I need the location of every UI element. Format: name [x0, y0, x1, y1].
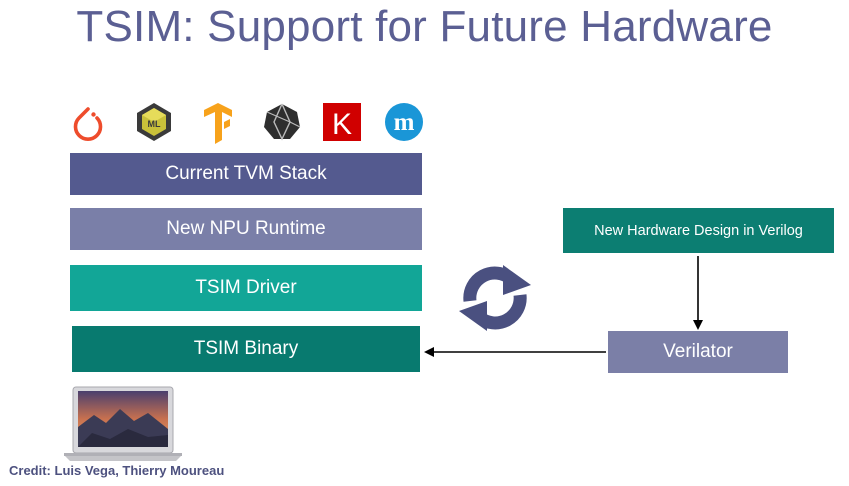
tsim-driver-label: TSIM Driver: [195, 277, 297, 298]
tensorflow-icon: [196, 100, 240, 144]
tsim-binary-box: TSIM Binary: [72, 326, 420, 372]
tsim-driver-box: TSIM Driver: [70, 265, 422, 311]
onnx-icon: [260, 100, 304, 144]
current-tvm-stack-label: Current TVM Stack: [165, 163, 327, 184]
mxnet-icon: m: [382, 100, 426, 144]
pytorch-icon: [66, 100, 110, 144]
tsim-binary-label: TSIM Binary: [193, 338, 299, 359]
hardware-design-label: New Hardware Design in Verilog: [594, 222, 803, 239]
npu-runtime-box: New NPU Runtime: [70, 208, 422, 250]
refresh-cycle-icon: [447, 257, 543, 339]
credit-text: Credit: Luis Vega, Thierry Moureau: [9, 463, 225, 478]
laptop-image: [64, 385, 182, 465]
verilator-label: Verilator: [663, 341, 733, 362]
current-tvm-stack-box: Current TVM Stack: [70, 153, 422, 195]
coreml-icon-text: ML: [148, 119, 161, 129]
mxnet-icon-text: m: [394, 109, 415, 136]
hardware-design-box: New Hardware Design in Verilog: [563, 208, 834, 253]
keras-icon-text: K: [332, 108, 352, 141]
keras-icon: K: [320, 100, 364, 144]
framework-icon-row: ML K m: [66, 100, 426, 144]
npu-runtime-label: New NPU Runtime: [166, 218, 326, 239]
slide-title: TSIM: Support for Future Hardware: [76, 2, 773, 51]
verilator-box: Verilator: [608, 331, 788, 373]
coreml-icon: ML: [132, 100, 176, 144]
